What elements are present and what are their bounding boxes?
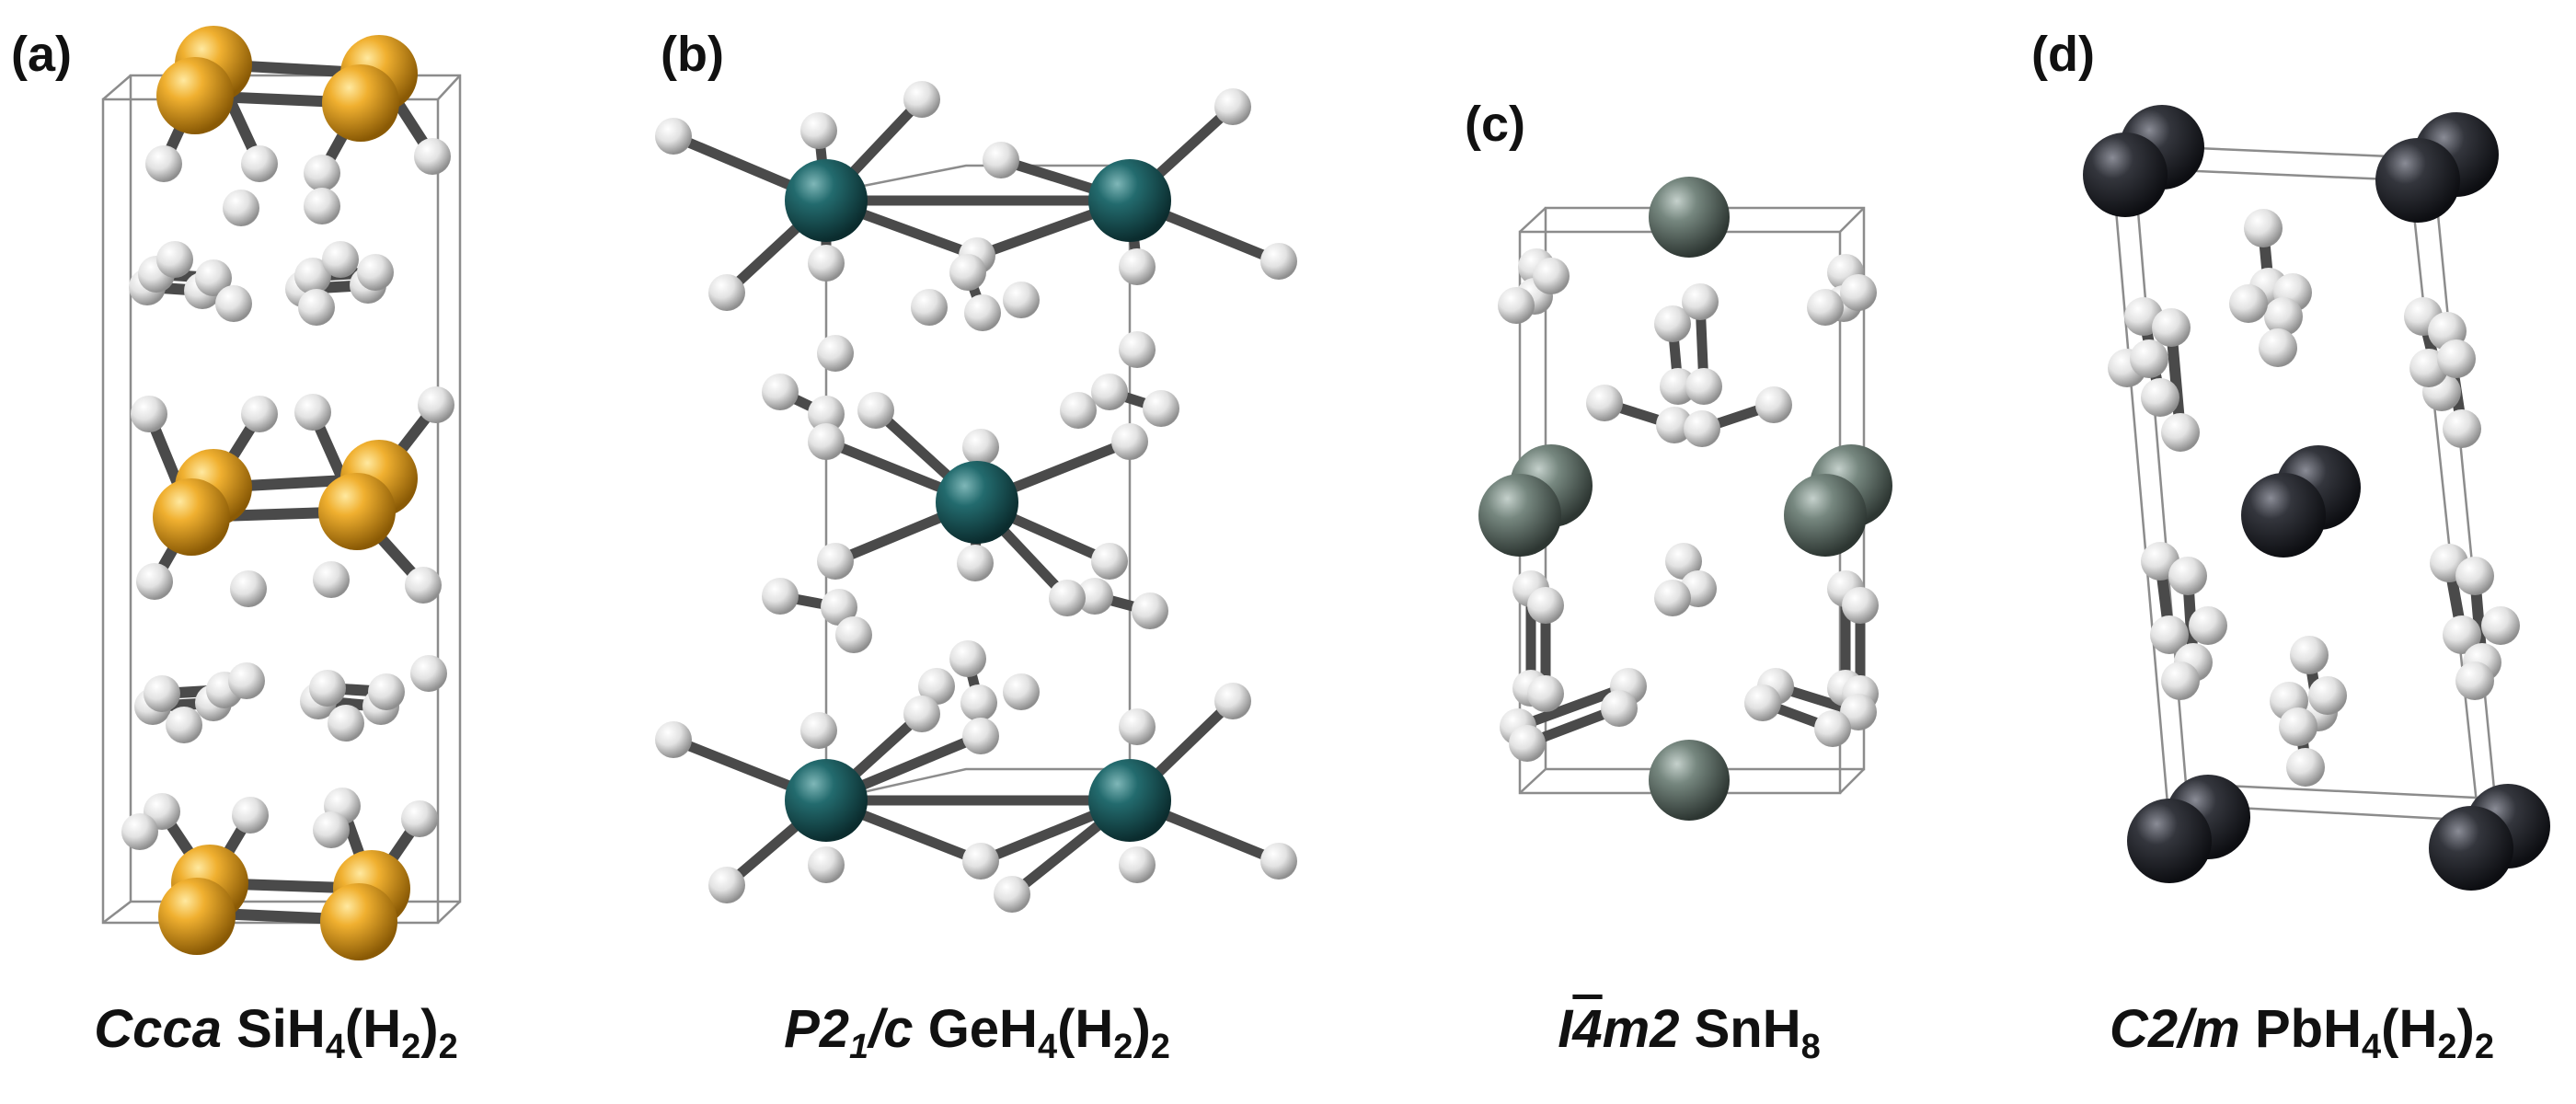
space-group-d: C2/m [2110,999,2240,1059]
hydrogen-atoms-b [655,81,1297,913]
panel-label-d: (d) [2031,27,2095,82]
panel-label-b: (b) [661,27,724,82]
panel-a-structure [101,26,462,960]
space-group-a: Ccca [94,999,222,1059]
silicon-atoms-a [153,26,418,960]
caption-c: I4m2 SnH8 [1558,998,1821,1066]
formula-a: SiH4(H2)2 [236,999,458,1066]
unit-cell-b [824,164,1132,802]
caption-d: C2/m PbH4(H2)2 [2110,998,2494,1066]
panel-label-a: (a) [11,27,72,82]
hydrogen-atoms-a [121,138,454,850]
space-group-b: P21/c [784,999,914,1066]
caption-a: Ccca SiH4(H2)2 [94,998,458,1066]
caption-b: P21/c GeH4(H2)2 [784,998,1170,1066]
panel-b-structure [655,81,1297,913]
hydrogen-atoms-d [2108,209,2520,787]
formula-d: PbH4(H2)2 [2255,999,2494,1066]
panel-d-structure [2083,105,2550,891]
panel-c-structure [1478,177,1892,821]
tin-atoms-c [1478,177,1892,821]
hydrogen-atoms-c [1498,248,1879,762]
formula-b: GeH4(H2)2 [927,999,1170,1066]
panel-label-c: (c) [1465,97,1525,152]
lead-atoms-d [2083,105,2550,891]
germanium-atoms-b [785,159,1171,842]
space-group-c: I4m2 [1558,999,1680,1059]
formula-c: SnH8 [1694,999,1821,1066]
